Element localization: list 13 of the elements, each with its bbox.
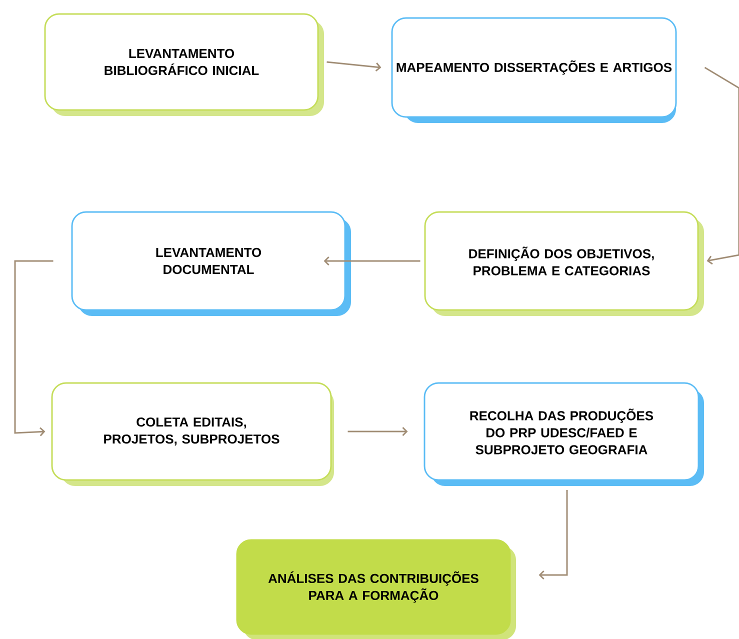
process-box: RECOLHA DAS PRODUÇÕES DO PRP UDESC/FAED E SUBPROJETO GEOGRAFIA [424,382,704,486]
process-box: LEVANTAMENTO BIBLIOGRÁFICO INICIAL [44,13,324,116]
process-box: ANÁLISES DAS CONTRIBUIÇÕES PARA A FORMAÇÃO [236,539,516,639]
arrow [538,490,568,580]
arrow [348,426,408,436]
arrow [324,256,420,266]
arrow [704,66,739,265]
process-box: COLETA EDITAIS, PROJETOS, SUBPROJETOS [51,382,334,486]
process-box: MAPEAMENTO DISSERTAÇÕES E ARTIGOS [391,17,677,123]
arrow [326,61,382,72]
process-box: DEFINIÇÃO DOS OBJETIVOS, PROBLEMA E CATEGORIAS [424,211,704,316]
process-box: LEVANTAMENTO DOCUMENTAL [71,211,351,316]
arrow [14,260,54,436]
